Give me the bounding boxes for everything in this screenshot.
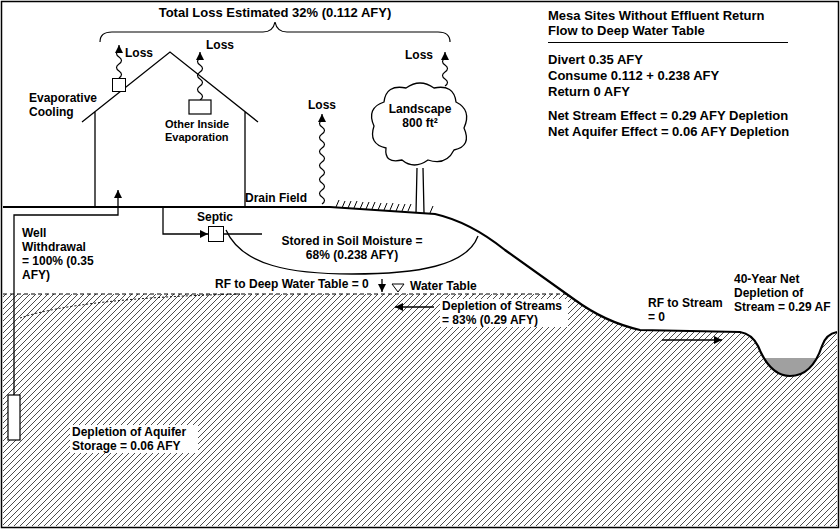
recharge-label: RF to Deep Water Table = 0 — [215, 277, 369, 291]
septic-tank: Septic — [208, 226, 224, 242]
water-table-symbol — [392, 284, 404, 292]
soil-moisture-zone-outline — [226, 230, 478, 274]
house-outline: Other Inside Evaporation — [82, 52, 258, 207]
tree-canopy-outline — [372, 83, 467, 165]
return-flow-label: RF to Stream = 0 — [648, 296, 728, 324]
summary-line: Net Aquifer Effect = 0.06 AFY Depletion — [548, 124, 789, 139]
cooler-box: Evaporative Cooling — [112, 78, 126, 92]
loss-wave — [443, 52, 448, 86]
loss-wave — [117, 45, 122, 78]
net-depletion-label: 40-Year Net Depletion of Stream = 0.29 A… — [734, 272, 838, 314]
summary-line: Divert 0.35 AFY — [548, 52, 643, 67]
loss-label: Loss — [206, 38, 234, 52]
grass-ticks — [336, 200, 433, 213]
stream-depletion-label: Depletion of Streams = 83% (0.29 AFY) — [440, 299, 568, 327]
summary-line: Return 0 AFY — [548, 84, 630, 99]
tree-canopy: Landscape 800 ft² — [366, 78, 474, 172]
depletion-arrow — [395, 306, 434, 307]
aquifer-depletion-label: Depletion of Aquifer Storage = 0.06 AFY — [70, 425, 198, 453]
loss-wave — [320, 114, 325, 204]
loss-brace — [100, 22, 450, 42]
node-text: Evaporative Cooling — [29, 91, 103, 119]
summary-line: Net Stream Effect = 0.29 AFY Depletion — [548, 108, 788, 123]
return-flow-arrow — [662, 339, 722, 340]
well-pipe — [14, 190, 118, 395]
loss-label: Loss — [125, 46, 153, 60]
node-text: Septic — [197, 210, 211, 224]
summary-title: Mesa Sites Without Effluent Return Flow … — [548, 8, 788, 43]
node-text: Stored in Soil Moisture = 68% (0.238 AFY… — [277, 234, 427, 262]
house-outline-outline — [82, 52, 258, 207]
total-loss-label: Total Loss Estimated 32% (0.112 AFY) — [135, 5, 415, 20]
aquifer-hatching — [3, 290, 837, 526]
loss-label: Loss — [405, 48, 433, 62]
tree-trunk — [416, 168, 424, 213]
evaporation-box — [189, 100, 211, 114]
recharge-arrow — [381, 279, 382, 292]
soil-moisture-zone: Stored in Soil Moisture = 68% (0.238 AFY… — [222, 226, 482, 276]
node-text: Landscape 800 ft² — [380, 102, 460, 130]
loss-label: Loss — [308, 98, 336, 112]
ground-surface — [3, 207, 837, 376]
drain-pipe — [224, 233, 262, 234]
water-table-line — [3, 294, 566, 295]
drawdown-cone — [20, 294, 240, 318]
node-text: Other Inside Evaporation — [165, 118, 241, 144]
summary-line: Consume 0.112 + 0.238 AFY — [548, 68, 719, 83]
well-label: Well Withdrawal = 100% (0.35 AFY) — [22, 226, 96, 283]
well-screen — [8, 395, 20, 440]
drain-field-label: Drain Field — [245, 191, 307, 205]
water-table-label: Water Table — [410, 279, 477, 293]
